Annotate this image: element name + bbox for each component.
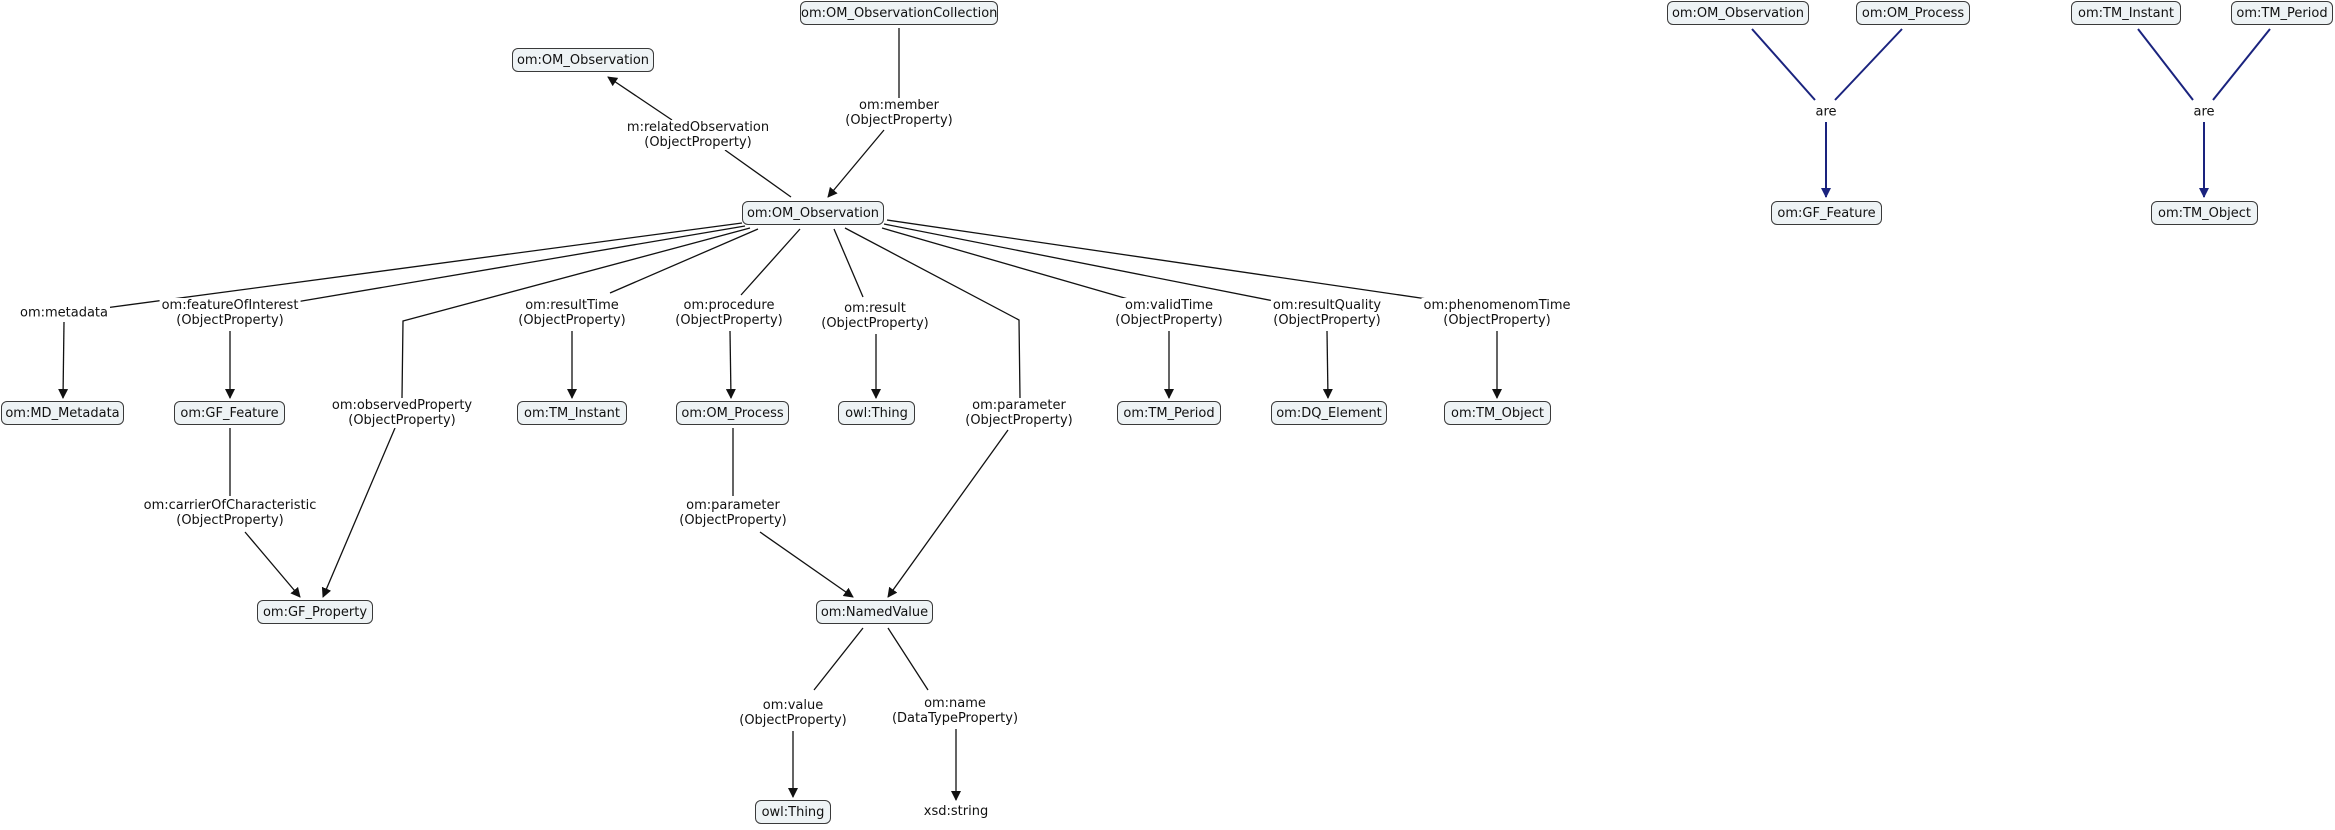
edge-label-name: om:phenomenomTime [1423, 298, 1571, 313]
edge-name-line [887, 627, 929, 691]
edge-label-member: om:member (ObjectProperty) [843, 98, 955, 128]
edge-label-name: om:metadata [19, 305, 109, 321]
node-md-metadata[interactable]: om:MD_Metadata [1, 401, 124, 425]
edge-phenomenon-time-line [886, 219, 1435, 301]
edge-label-name: om:resultQuality [1272, 298, 1382, 313]
edge-label-parameter-obs: om:parameter (ObjectProperty) [963, 398, 1075, 428]
node-tm-instant[interactable]: om:TM_Instant [517, 401, 627, 425]
edge-label-name: om:value [762, 698, 824, 713]
edge-observed-property-line [401, 227, 751, 399]
edge-result-time-line [609, 228, 759, 294]
edge-label-name: om:observedProperty [331, 398, 473, 413]
edge-label-result-time: om:resultTime (ObjectProperty) [516, 298, 628, 328]
edge-label-related-observation: m:relatedObservation (ObjectProperty) [624, 120, 772, 150]
edge-label-name: om:name (DataTypeProperty) [889, 696, 1021, 726]
legend-node-om-observation[interactable]: om:OM_Observation [1667, 1, 1809, 25]
edge-label-parameter-proc: om:parameter (ObjectProperty) [677, 498, 789, 528]
edge-result-quality-arrow [1322, 330, 1333, 399]
edge-result-line [833, 228, 864, 298]
edge-label-name: are [2193, 104, 2215, 120]
node-om-observation-main[interactable]: om:OM_Observation [742, 201, 884, 225]
edge-label-kind: (ObjectProperty) [348, 413, 456, 428]
edge-label-name: m:relatedObservation [626, 120, 770, 135]
edge-label-result: om:result (ObjectProperty) [819, 301, 931, 331]
edge-label-phenomenon-time: om:phenomenomTime (ObjectProperty) [1421, 298, 1573, 328]
node-om-process[interactable]: om:OM_Process [676, 401, 789, 425]
edge-label-name: are [1815, 104, 1837, 120]
edge-related-observation-line [724, 149, 792, 198]
edge-label-observed-property: om:observedProperty (ObjectProperty) [329, 398, 475, 428]
edge-label-result-quality: om:resultQuality (ObjectProperty) [1270, 298, 1384, 328]
edge-label-kind: (ObjectProperty) [845, 113, 953, 128]
edge-label-name: om:carrierOfCharacteristic [143, 498, 317, 513]
edge-label-kind: (ObjectProperty) [739, 713, 847, 728]
edge-label-name: om:member [859, 98, 939, 113]
node-gf-feature[interactable]: om:GF_Feature [174, 401, 285, 425]
edge-label-kind: (ObjectProperty) [518, 313, 626, 328]
edge-label-feature-of-interest: om:featureOfInterest (ObjectProperty) [159, 298, 301, 328]
edge-feature-of-interest-line [289, 225, 746, 304]
edge-label-kind: (ObjectProperty) [1443, 313, 1551, 328]
legend-node-tm-object[interactable]: om:TM_Object [2151, 201, 2258, 225]
node-gf-property[interactable]: om:GF_Property [257, 600, 373, 624]
edge-label-kind: (ObjectProperty) [176, 313, 284, 328]
edge-parameter-proc-arrow [759, 531, 854, 598]
edge-related-observation-arrow [607, 76, 673, 121]
legend-edge-process-line [1834, 28, 1903, 101]
edge-label-name: om:featureOfInterest [161, 298, 299, 313]
edge-label-kind: (ObjectProperty) [679, 513, 787, 528]
edge-label-kind: (DataTypeProperty) [891, 711, 1019, 726]
edge-label-kind: (ObjectProperty) [176, 513, 284, 528]
node-owl-thing-result[interactable]: owl:Thing [838, 401, 915, 425]
legend-edge-instant-line [2137, 28, 2194, 101]
edge-label-kind: (ObjectProperty) [644, 135, 752, 150]
edge-label-procedure: om:procedure (ObjectProperty) [673, 298, 785, 328]
edge-label-metadata: om:metadata [17, 305, 111, 321]
node-om-observation-related[interactable]: om:OM_Observation [512, 48, 654, 72]
edge-label-name: om:procedure [683, 298, 775, 313]
edge-metadata-arrow [58, 321, 69, 399]
node-tm-object[interactable]: om:TM_Object [1444, 401, 1551, 425]
legend-node-om-process[interactable]: om:OM_Process [1856, 1, 1970, 25]
edge-label-kind: (ObjectProperty) [1115, 313, 1223, 328]
edge-procedure-line [740, 228, 801, 296]
edge-label-valid-time: om:validTime (ObjectProperty) [1113, 298, 1225, 328]
edge-procedure-arrow [725, 330, 736, 399]
legend-node-tm-period[interactable]: om:TM_Period [2231, 1, 2333, 25]
edge-value-line [813, 627, 864, 691]
edge-label-name: om:validTime [1125, 298, 1213, 313]
edge-label-kind: (ObjectProperty) [821, 316, 929, 331]
node-owl-thing-value[interactable]: owl:Thing [755, 800, 831, 824]
node-dq-element[interactable]: om:DQ_Element [1271, 401, 1387, 425]
edge-label-carrier-of-characteristic: om:carrierOfCharacteristic (ObjectProper… [141, 498, 319, 528]
edge-label-name: om:resultTime [525, 298, 619, 313]
edge-label-name: om:parameter [972, 398, 1066, 413]
edge-parameter-obs-line [844, 227, 1021, 399]
legend-edge-period-line [2212, 28, 2271, 101]
edge-carrier-arrow [244, 531, 301, 598]
legend-edge-label-are-feature: are [1813, 104, 1839, 120]
edge-parameter-obs-arrow [887, 429, 1009, 598]
edge-label-name: om:result [844, 301, 906, 316]
edge-label-kind: (ObjectProperty) [1273, 313, 1381, 328]
node-named-value[interactable]: om:NamedValue [816, 600, 933, 624]
edge-label-value: om:value (ObjectProperty) [737, 698, 849, 728]
node-om-observation-collection[interactable]: om:OM_ObservationCollection [800, 1, 998, 25]
legend-node-gf-feature[interactable]: om:GF_Feature [1771, 201, 1882, 225]
edge-metadata-line [104, 222, 743, 309]
node-tm-period[interactable]: om:TM_Period [1117, 401, 1221, 425]
edge-label-kind: (ObjectProperty) [675, 313, 783, 328]
legend-node-tm-instant[interactable]: om:TM_Instant [2071, 1, 2181, 25]
legend-edge-observation-line [1751, 28, 1816, 101]
edge-label-name: om:name [924, 696, 986, 711]
edge-observed-property-arrow [321, 427, 396, 598]
node-xsd-string[interactable]: xsd:string [923, 804, 989, 819]
edge-valid-time-line [881, 227, 1129, 300]
edge-result-quality-line [883, 223, 1280, 303]
edge-label-name: om:parameter [686, 498, 780, 513]
edge-label-kind: (ObjectProperty) [965, 413, 1073, 428]
edge-member-arrow [827, 129, 885, 198]
legend-edge-label-are-object: are [2191, 104, 2217, 120]
